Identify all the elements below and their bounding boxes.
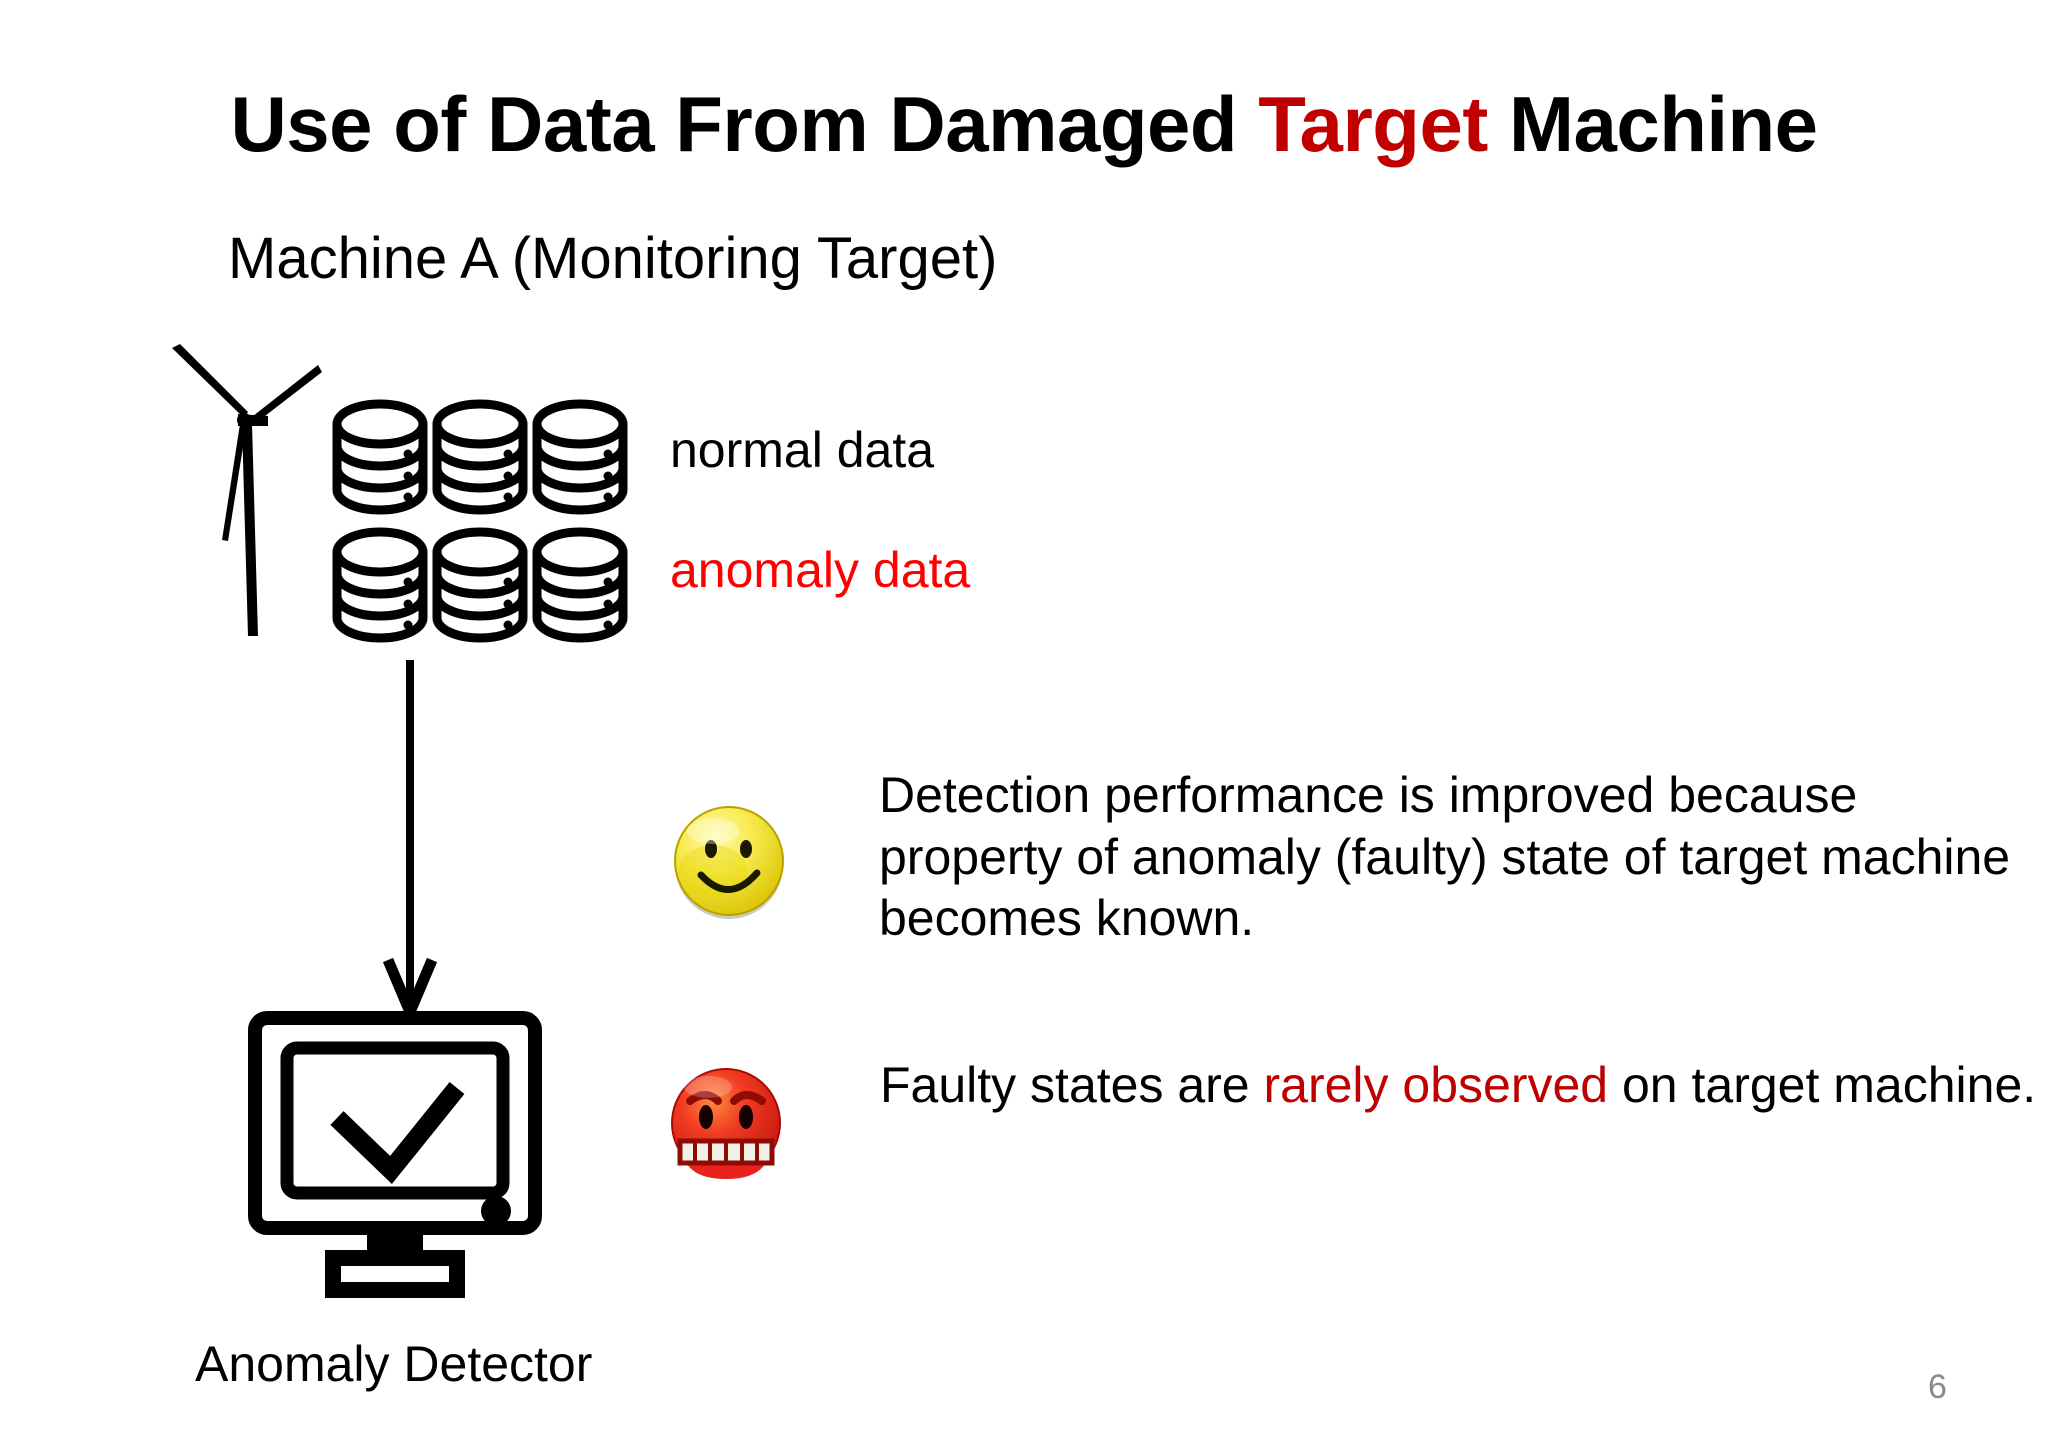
database-stack-icon [430,526,530,644]
database-stack-icon [530,398,630,516]
data-stacks-group [330,398,630,646]
title-part-1: Use of Data From Damaged [230,80,1259,169]
anomaly-detector-label: Anomaly Detector [195,1336,593,1392]
wind-turbine-icon [160,340,340,640]
monitor-check-icon [245,1010,545,1300]
bullet-text-negative: Faulty states are rarely observed on tar… [810,1055,2036,1117]
bullet-text-positive: Detection performance is improved becaus… [811,765,2039,950]
bullet-text-negative-after: on target machine. [1608,1057,2037,1113]
database-stack-icon [330,398,430,516]
bullet-text-negative-highlight: rarely observed [1263,1057,1609,1113]
down-arrow-icon [370,660,450,1027]
title-accent-target: Target [1258,80,1488,169]
title-part-2: Machine [1487,80,1818,169]
bullet-text-positive-main: Detection performance is improved becaus… [879,767,2011,946]
normal-data-stack-row [330,398,630,516]
database-stack-icon [430,398,530,516]
bullet-item-positive: Detection performance is improved becaus… [665,765,2039,950]
smiley-face-icon [665,797,793,925]
database-stack-icon [530,526,630,644]
angry-face-icon [660,1061,792,1193]
bullet-item-negative: Faulty states are rarely observed on tar… [660,1055,2036,1193]
bullet-text-negative-before: Faulty states are [880,1057,1264,1113]
database-stack-icon [330,526,430,644]
page-number: 6 [1928,1368,1947,1406]
page-title: Use of Data From Damaged Target Machine [0,80,2048,169]
anomaly-data-label: anomaly data [670,542,971,598]
anomaly-data-stack-row [330,526,630,644]
machine-label: Machine A (Monitoring Target) [228,226,998,291]
normal-data-label: normal data [670,422,935,478]
